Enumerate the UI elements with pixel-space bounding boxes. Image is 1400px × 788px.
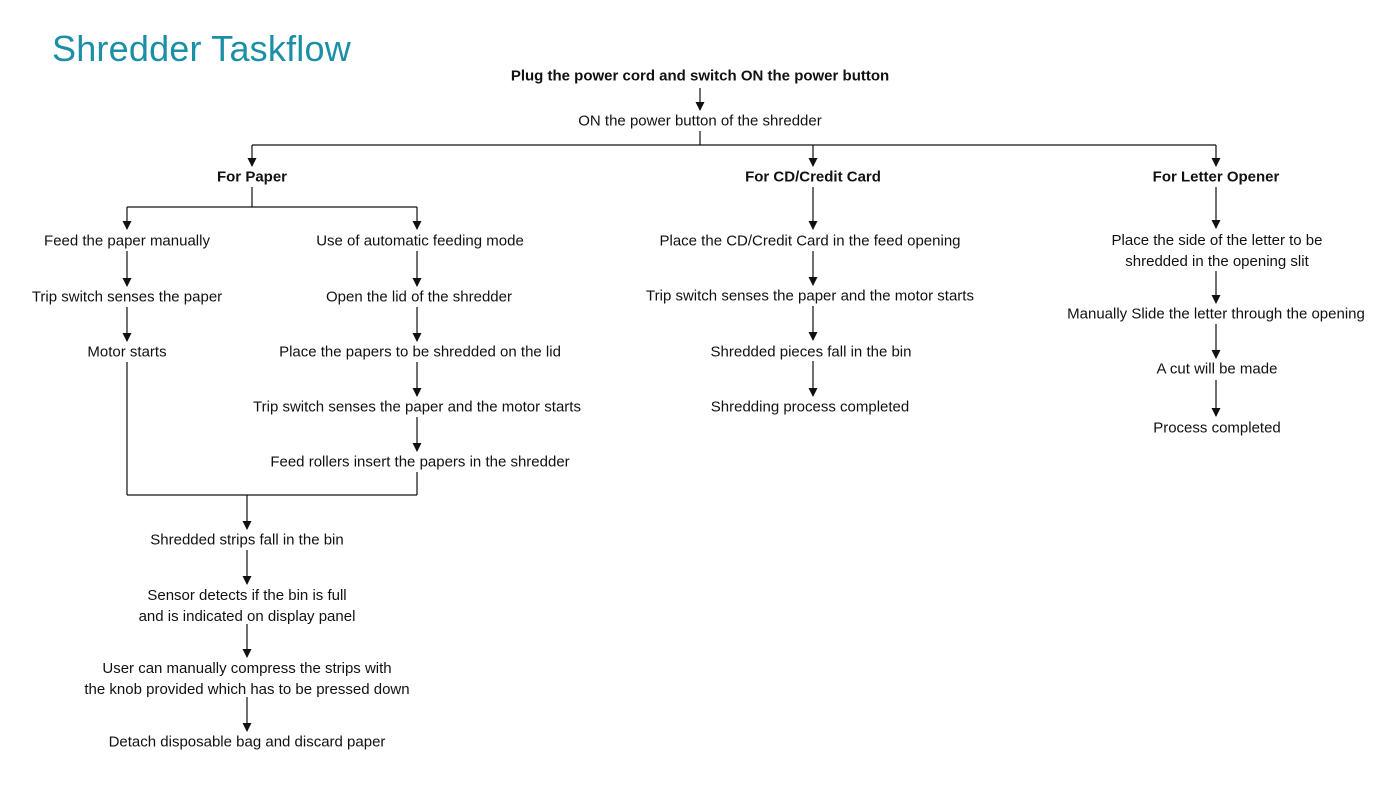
node-place-cd: Place the CD/Credit Card in the feed ope… <box>659 232 961 250</box>
node-start: Plug the power cord and switch ON the po… <box>510 67 890 85</box>
node-slide-letter: Manually Slide the letter through the op… <box>1067 305 1365 323</box>
node-cd-trip-switch: Trip switch senses the paper and the mot… <box>646 287 974 305</box>
node-power-on: ON the power button of the shredder <box>578 112 822 130</box>
node-manual-trip-switch: Trip switch senses the paper <box>31 288 223 306</box>
node-cut-made: A cut will be made <box>1156 360 1278 378</box>
node-process-complete: Process completed <box>1153 419 1281 437</box>
heading-for-cd: For CD/Credit Card <box>745 168 881 186</box>
node-place-letter: Place the side of the letter to be shred… <box>1111 232 1323 270</box>
node-auto-feed-mode: Use of automatic feeding mode <box>316 232 524 250</box>
node-place-papers: Place the papers to be shredded on the l… <box>279 343 561 361</box>
node-compress-strips: User can manually compress the strips wi… <box>84 660 410 698</box>
node-open-lid: Open the lid of the shredder <box>326 288 512 306</box>
node-strips-fall: Shredded strips fall in the bin <box>150 531 344 549</box>
node-auto-trip-switch: Trip switch senses the paper and the mot… <box>253 398 581 416</box>
node-feed-rollers: Feed rollers insert the papers in the sh… <box>270 453 570 471</box>
node-detach-bag: Detach disposable bag and discard paper <box>108 733 386 751</box>
node-pieces-fall: Shredded pieces fall in the bin <box>710 343 912 361</box>
node-motor-starts: Motor starts <box>87 343 167 361</box>
node-feed-manually: Feed the paper manually <box>44 232 210 250</box>
heading-for-letter: For Letter Opener <box>1152 168 1280 186</box>
node-shredding-complete: Shredding process completed <box>710 398 910 416</box>
page-title: Shredder Taskflow <box>52 28 351 69</box>
heading-for-paper: For Paper <box>216 168 288 186</box>
node-bin-sensor: Sensor detects if the bin is full and is… <box>138 587 356 625</box>
